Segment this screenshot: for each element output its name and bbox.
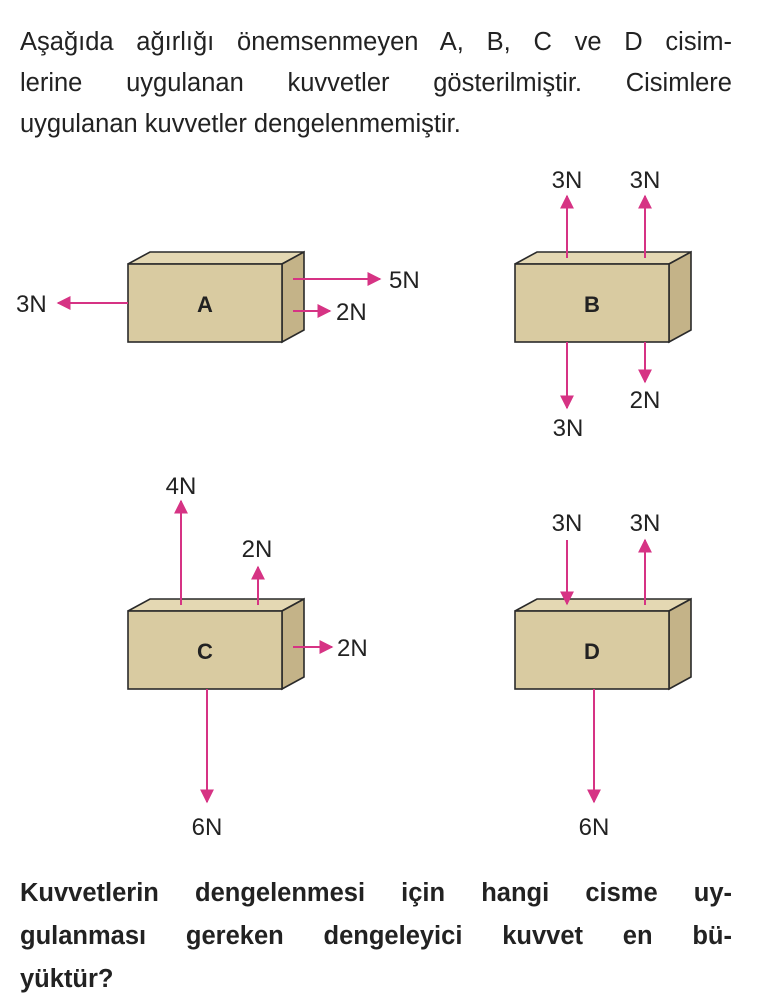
question-line-3: yüktür?	[20, 965, 114, 993]
question-text: Kuvvetlerin dengelenmesi için hangi cism…	[20, 872, 732, 1001]
body-d: D	[514, 597, 692, 691]
body-a: A	[127, 250, 305, 344]
intro-line-3: uygulanan kuvvetler dengelenmemiştir.	[20, 110, 461, 138]
question-line-1: Kuvvetlerin dengelenmesi için hangi cism…	[20, 879, 732, 907]
body-b-top	[514, 251, 692, 265]
body-b-label: B	[584, 292, 600, 317]
intro-text: Aşağıda ağırlığı önemsenmeyen A, B, C ve…	[20, 22, 732, 145]
force-label-a-right-top: 5N	[389, 267, 420, 294]
force-label-d-down: 6N	[579, 814, 610, 841]
body-c: C	[127, 597, 305, 691]
force-label-c-up-right: 2N	[242, 536, 273, 563]
force-label-b-down-right: 2N	[630, 387, 661, 414]
body-b: B	[514, 250, 692, 344]
force-label-c-down: 6N	[192, 814, 223, 841]
body-d-side	[668, 597, 692, 691]
body-b-side	[668, 250, 692, 344]
question-line-2: gulanması gereken dengeleyici kuvvet en …	[20, 922, 732, 950]
force-label-d-down-left: 3N	[552, 510, 583, 537]
body-d-top	[514, 598, 692, 612]
force-label-a-right-bottom: 2N	[336, 299, 367, 326]
body-c-front	[127, 610, 283, 690]
force-label-c-up-left: 4N	[166, 473, 197, 500]
body-b-front	[514, 263, 670, 343]
force-label-c-right: 2N	[337, 635, 368, 662]
body-c-label: C	[197, 639, 213, 664]
intro-line-1: Aşağıda ağırlığı önemsenmeyen A, B, C ve…	[20, 28, 732, 56]
force-label-b-up-right: 3N	[630, 167, 661, 194]
body-d-label: D	[584, 639, 600, 664]
body-c-side	[281, 597, 305, 691]
body-a-front	[127, 263, 283, 343]
body-a-label: A	[197, 292, 213, 317]
body-c-top	[127, 598, 305, 612]
force-label-a-left: 3N	[16, 291, 47, 318]
force-label-d-up-right: 3N	[630, 510, 661, 537]
force-label-b-down-left: 3N	[553, 415, 584, 442]
body-d-front	[514, 610, 670, 690]
intro-line-2: lerine uygulanan kuvvetler gösterilmişti…	[20, 69, 732, 97]
force-label-b-up-left: 3N	[552, 167, 583, 194]
body-a-top	[127, 251, 305, 265]
body-a-side	[281, 250, 305, 344]
